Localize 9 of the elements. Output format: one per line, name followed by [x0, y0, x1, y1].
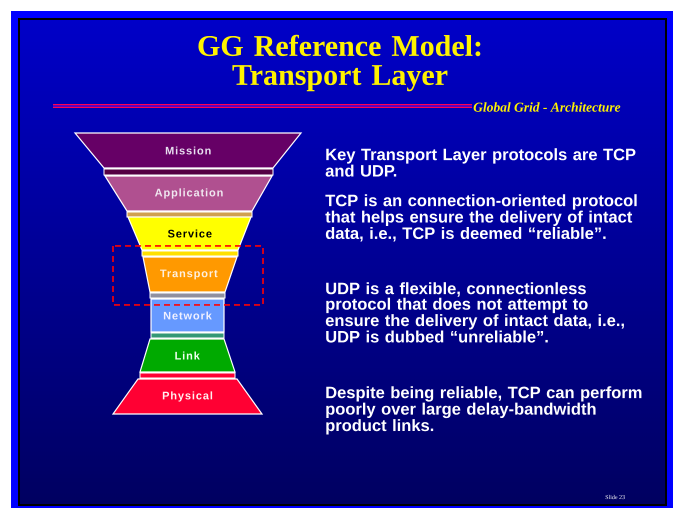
subtitle: Global Grid - Architecture: [474, 102, 620, 112]
title: GG Reference Model: Transport Layer: [198, 34, 480, 92]
paragraph: Key Transport Layer protocols are TCP and UDP.: [326, 148, 636, 177]
paragraph: TCP is an connection-oriented protocol that helps ensure the delivery of intact data, i.e., TCP is deemed “reliable”.: [325, 194, 637, 242]
paragraph: UDP is a flexible, connectionless protocol that does not attempt to ensure the delivery of intact data, i.e., UDP is dubbed “unreliable”.: [326, 282, 624, 343]
layer-band: Network: [150, 298, 225, 338]
layer-band: Link: [139, 338, 236, 378]
paragraph: Despite being reliable, TCP can perform poorly over large delay-bandwidth product links.: [326, 386, 642, 434]
layer-band: Transport: [142, 256, 238, 298]
